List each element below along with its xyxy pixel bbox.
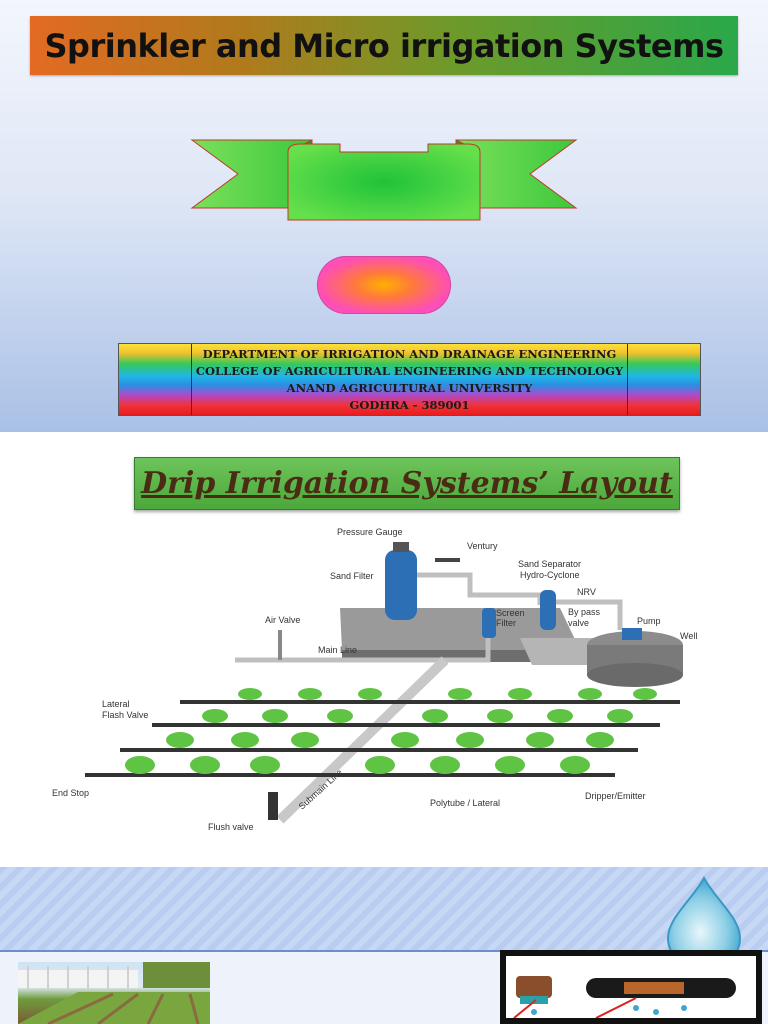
box-divider <box>627 344 628 415</box>
label-venturi: Ventury <box>467 541 498 551</box>
main-line <box>235 638 491 663</box>
pointer-arrow <box>595 997 637 1019</box>
dripper-base <box>520 996 548 1004</box>
flush-valve <box>268 792 278 820</box>
box-divider <box>191 344 192 415</box>
water-droplet <box>653 1009 659 1015</box>
location: GODHRA - 389001 <box>349 397 470 412</box>
inline-emitter <box>624 982 684 994</box>
slide-title: Sprinkler and Micro irrigation Systems <box>44 26 724 65</box>
striped-header <box>0 867 768 951</box>
label-air-valve: Air Valve <box>265 615 300 625</box>
department-box: DEPARTMENT OF IRRIGATION AND DRAINAGE EN… <box>118 343 701 416</box>
title-banner: Sprinkler and Micro irrigation Systems <box>30 16 738 75</box>
label-hydro-cyclone: Hydro-Cyclone <box>520 570 580 580</box>
emitter-photo <box>500 950 762 1024</box>
label-screen: Screen <box>496 608 525 618</box>
label-filter: Filter <box>496 618 516 628</box>
third-slide <box>0 864 768 1024</box>
college-name: COLLEGE OF AGRICULTURAL ENGINEERING AND … <box>195 363 624 378</box>
label-dripper: Dripper/Emitter <box>585 791 646 801</box>
label-well: Well <box>680 631 697 641</box>
label-sand-filter: Sand Filter <box>330 571 374 581</box>
dripper <box>516 976 552 998</box>
label-by-pass-valve: valve <box>568 618 589 628</box>
layout-title: Drip Irrigation Systems’ Layout <box>141 466 673 501</box>
air-valve <box>278 630 282 660</box>
well-base <box>587 663 683 687</box>
department-info: DEPARTMENT OF IRRIGATION AND DRAINAGE EN… <box>192 347 627 412</box>
label-nrv: NRV <box>577 587 596 597</box>
decorative-pill <box>317 256 451 314</box>
label-flash-valve: Flash Valve <box>102 710 148 720</box>
water-droplet <box>681 1005 687 1011</box>
crop-rows <box>18 992 210 1024</box>
label-pump: Pump <box>637 616 661 626</box>
screen-filter <box>482 608 496 638</box>
fence <box>18 970 138 988</box>
water-droplet <box>633 1005 639 1011</box>
trees <box>143 962 210 988</box>
submain-line <box>276 656 449 824</box>
label-polytube: Polytube / Lateral <box>430 798 500 808</box>
water-droplet <box>531 1009 537 1015</box>
label-sand-separator: Sand Separator <box>518 559 581 569</box>
title-slide: Sprinkler and Micro irrigation Systems D… <box>0 0 768 432</box>
university-name: ANAND AGRICULTURAL UNIVERSITY <box>286 380 533 395</box>
label-pressure-gauge: Pressure Gauge <box>337 527 403 537</box>
sand-filter <box>385 550 417 620</box>
bypass-pipe <box>556 599 623 630</box>
label-main-line: Main Line <box>318 645 357 655</box>
layout-slide: Drip Irrigation Systems’ Layout <box>0 432 768 864</box>
plants <box>125 688 657 774</box>
field-photo <box>18 962 210 1024</box>
department-name: DEPARTMENT OF IRRIGATION AND DRAINAGE EN… <box>202 346 617 361</box>
pointer-arrow <box>513 999 537 1019</box>
label-flush-valve: Flush valve <box>208 822 254 832</box>
layout-title-box: Drip Irrigation Systems’ Layout <box>134 457 680 510</box>
pressure-gauge <box>393 542 409 552</box>
drip-layout-diagram: Pressure Gauge Ventury Sand Filter Sand … <box>52 527 697 832</box>
pump <box>622 628 642 640</box>
header-divider <box>0 950 768 952</box>
label-by-pass: By pass <box>568 607 601 617</box>
ribbon-banner <box>190 139 578 221</box>
label-lateral: Lateral <box>102 699 130 709</box>
sand-separator <box>540 590 556 630</box>
label-end-stop: End Stop <box>52 788 89 798</box>
